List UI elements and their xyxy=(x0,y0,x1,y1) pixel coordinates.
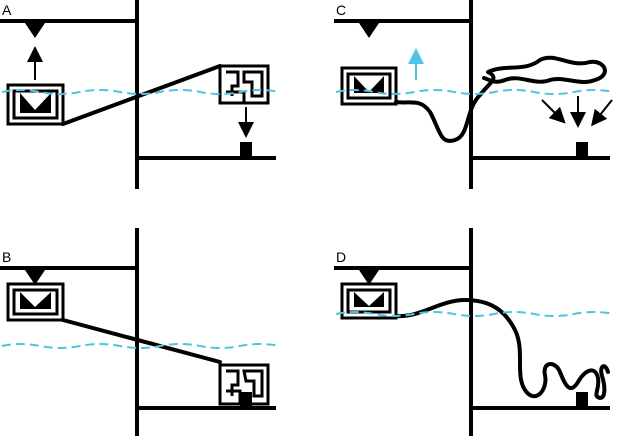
anchor-block-icon xyxy=(576,392,588,407)
down-arrow-icon xyxy=(541,99,566,124)
funnel-marker-icon xyxy=(359,23,379,38)
anchor-block-icon xyxy=(240,392,252,407)
panel-a: A xyxy=(0,0,281,189)
anchor-block-icon xyxy=(240,142,252,157)
panel-b-water xyxy=(1,343,281,349)
funnel-marker-icon xyxy=(25,23,45,38)
panel-d: D xyxy=(334,228,615,436)
panel-b-tether xyxy=(61,318,222,364)
maze-block-icon xyxy=(218,64,270,105)
panel-c-tether xyxy=(394,55,607,143)
maze-block-icon xyxy=(218,363,270,406)
funnel-marker-icon xyxy=(359,270,379,285)
panel-c-letter: C xyxy=(336,2,346,18)
panel-b-letter: B xyxy=(2,249,11,265)
anchor-block-icon xyxy=(576,142,588,157)
v-trough-block-icon xyxy=(340,66,398,106)
panel-b: B xyxy=(0,228,281,436)
panel-d-letter: D xyxy=(336,249,346,265)
v-trough-block-icon xyxy=(6,282,65,322)
down-arrow-icon xyxy=(591,99,613,127)
panel-a-letter: A xyxy=(2,2,12,18)
funnel-marker-icon xyxy=(25,270,45,285)
panel-c: C xyxy=(334,0,615,189)
panel-d-tether xyxy=(394,298,610,400)
panel-a-tether xyxy=(61,64,222,126)
